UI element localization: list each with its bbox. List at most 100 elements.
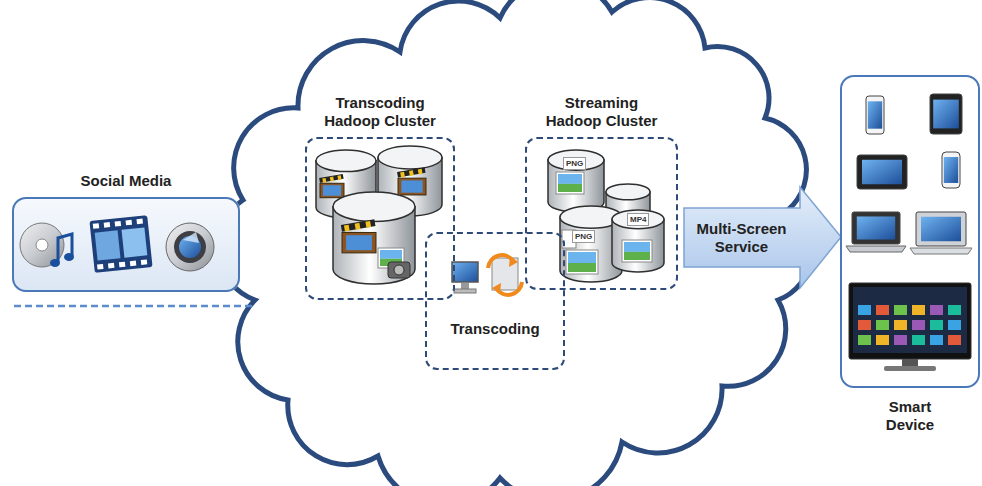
tv-app-tile xyxy=(894,320,907,330)
clapper-stripe xyxy=(322,178,326,183)
dashed-line xyxy=(14,305,256,308)
laptop-base xyxy=(846,246,906,252)
camera-lens xyxy=(174,231,206,263)
node-heading: Smart Device xyxy=(878,398,942,434)
tv-stand xyxy=(902,359,918,367)
panel-fill xyxy=(12,197,240,292)
tv-app-tile xyxy=(948,320,961,330)
group-box: Smart Device xyxy=(840,75,980,388)
camera-icon xyxy=(394,265,404,275)
storage-cylinder-top xyxy=(606,184,650,200)
film-hole xyxy=(130,261,136,267)
group-box: Social Media xyxy=(12,197,240,292)
file-type-label: PNG xyxy=(572,230,595,243)
laptop-icon-screen xyxy=(857,216,895,239)
film-hole xyxy=(97,264,103,270)
storage-cylinder-top xyxy=(378,146,442,169)
movie-icon xyxy=(346,235,372,250)
tv-stand xyxy=(884,366,936,371)
group-box: Transcoding xyxy=(425,232,565,370)
photo-icon xyxy=(622,240,652,262)
clapper-stripe xyxy=(365,221,371,228)
node-heading: Transcoding Hadoop Cluster xyxy=(317,94,443,130)
sync-arrow xyxy=(509,256,518,267)
tv-app-tile xyxy=(858,320,871,330)
film-hole xyxy=(104,222,110,228)
tv-app-tile xyxy=(858,305,871,315)
film-frame xyxy=(95,230,121,260)
tv-app-tile xyxy=(858,335,871,345)
arrow-shape xyxy=(684,187,841,288)
arrow-shape: Multi-Screen Service xyxy=(683,185,843,290)
laptop-icon xyxy=(916,212,966,246)
phone-icon-screen xyxy=(868,101,882,128)
tv-icon xyxy=(849,283,971,359)
tv-app-tile xyxy=(894,305,907,315)
clapper-stripe xyxy=(400,172,405,178)
cd-hole xyxy=(36,239,48,251)
tv-app-tile xyxy=(876,305,889,315)
node-heading: Social Media xyxy=(14,172,238,190)
group-box: Streaming Hadoop Cluster xyxy=(525,137,678,290)
camera-icon xyxy=(388,262,410,278)
lens-glare xyxy=(183,232,199,243)
photo-grass xyxy=(568,263,596,272)
film-hole xyxy=(141,259,147,265)
monitor-stand xyxy=(461,283,469,289)
photo-sky xyxy=(558,174,582,184)
tv-app-tile xyxy=(894,335,907,345)
tv-app-tile xyxy=(930,335,943,345)
node-heading: Multi-Screen Service xyxy=(685,208,798,267)
node-heading: Streaming Hadoop Cluster xyxy=(539,94,665,130)
storage-cylinder-top xyxy=(333,192,415,222)
file-type-label: PNG xyxy=(563,157,586,170)
laptop-icon xyxy=(852,212,900,244)
tv-app-tile xyxy=(876,335,889,345)
tablet-icon-screen xyxy=(933,100,959,129)
film-hole xyxy=(119,262,125,268)
tablet-icon xyxy=(930,94,962,134)
laptop-base xyxy=(910,248,972,254)
sync-arrow xyxy=(492,283,501,294)
clapper-stripe xyxy=(344,225,350,232)
movie-icon xyxy=(401,180,422,192)
phone-icon xyxy=(866,96,884,134)
photo-grass xyxy=(624,252,650,260)
clapper-stripe xyxy=(330,177,334,182)
clapper-bar xyxy=(397,167,426,177)
tv-app-tile xyxy=(930,305,943,315)
film-hole xyxy=(93,223,99,229)
movie-icon xyxy=(398,178,426,195)
laptop-icon-screen xyxy=(921,217,961,241)
monitor-icon xyxy=(452,262,478,282)
photo-sky xyxy=(380,250,402,259)
phone-icon xyxy=(942,152,960,188)
photo-sky xyxy=(568,252,596,263)
movie-icon xyxy=(342,232,376,252)
photo-icon xyxy=(556,172,584,194)
node-heading: Transcoding xyxy=(427,320,563,338)
camera-lens xyxy=(166,223,214,271)
file-type-label: MP4 xyxy=(627,213,649,226)
clapper-stripe xyxy=(418,169,423,175)
storage-cylinder-top xyxy=(548,150,604,170)
clapper-stripe xyxy=(337,175,341,180)
tablet-icon xyxy=(857,155,907,189)
film-hole xyxy=(136,219,142,225)
tv-app-tile xyxy=(912,335,925,345)
film-hole xyxy=(108,263,114,269)
group-box: Transcoding Hadoop Cluster xyxy=(305,137,455,300)
storage-cylinder-top xyxy=(316,150,376,172)
tv-app-tile xyxy=(948,305,961,315)
clapper-stripe xyxy=(409,170,414,176)
movie-icon xyxy=(320,183,344,197)
photo-grass xyxy=(558,184,582,192)
tv-app-tile xyxy=(948,335,961,345)
clapper-bar xyxy=(319,174,343,183)
photo-icon xyxy=(566,250,598,274)
film-hole xyxy=(115,221,121,227)
film-hole xyxy=(126,220,132,226)
music-note xyxy=(64,253,74,261)
cloud-outline xyxy=(218,0,811,486)
tv-app-tile xyxy=(930,320,943,330)
